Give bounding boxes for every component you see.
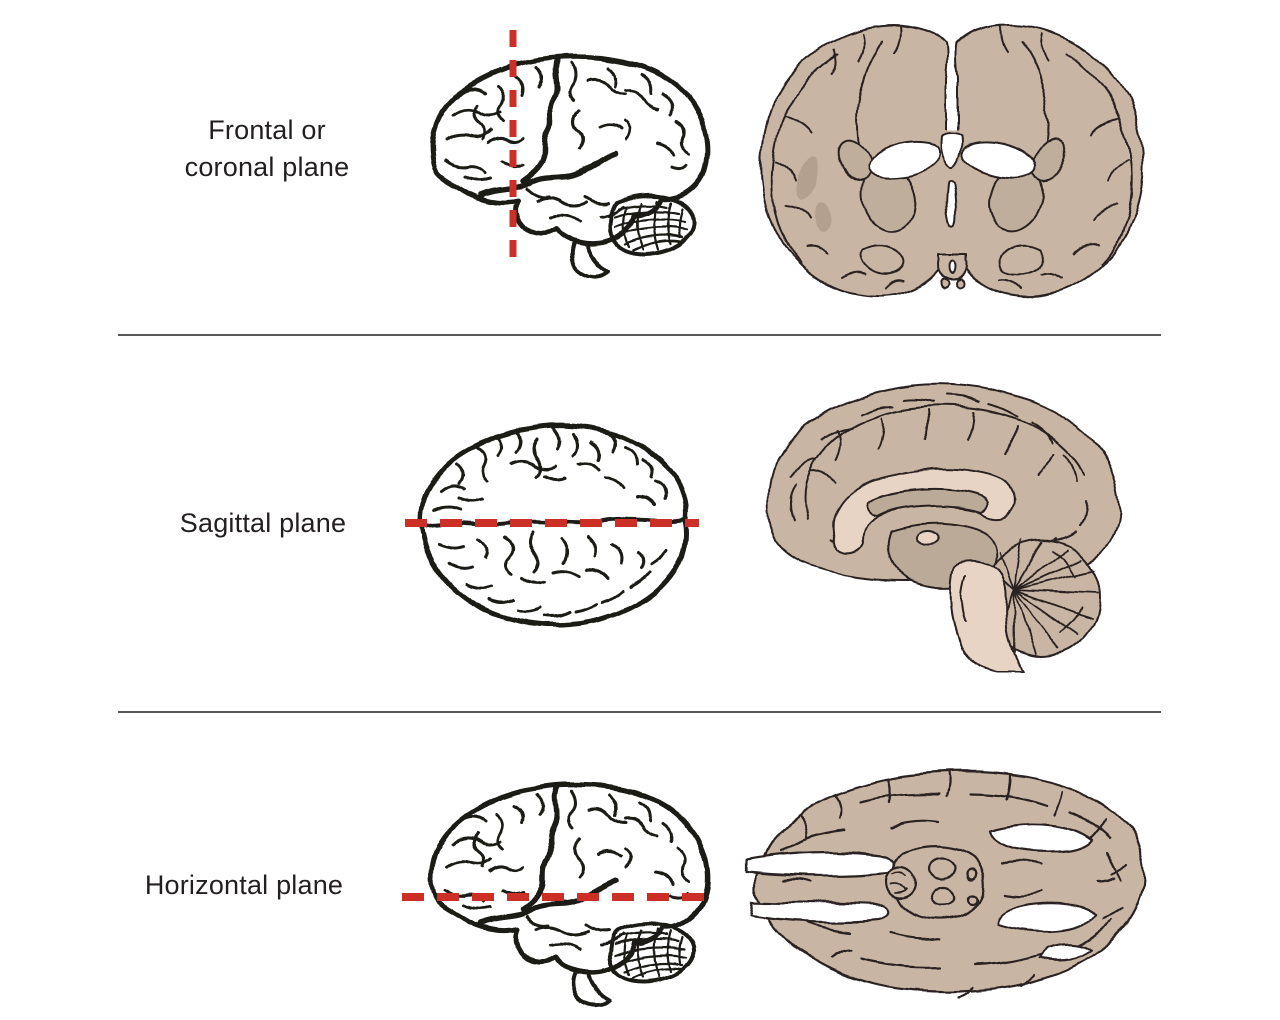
label-horizontal: Horizontal plane <box>94 867 394 904</box>
brain-lateral-art <box>432 57 708 277</box>
label-sagittal: Sagittal plane <box>113 505 413 542</box>
label-line: Frontal or <box>208 115 326 145</box>
cerebellum <box>983 539 1101 657</box>
label-line: coronal plane <box>184 152 350 182</box>
label-line: Sagittal plane <box>179 508 347 538</box>
row-divider <box>118 334 1161 336</box>
coronal-section-art <box>760 24 1144 298</box>
midbrain-structures <box>883 845 986 921</box>
coronal-cross-section <box>760 24 1144 298</box>
horizontal-cross-section <box>744 770 1146 1000</box>
horizontal-section-art <box>744 770 1146 1000</box>
sagittal-section-art <box>767 383 1121 673</box>
brain-lateral-view-horizontal-cut <box>402 775 713 1020</box>
brain-lateral-view-coronal-cut <box>415 30 715 286</box>
row-divider <box>118 711 1161 713</box>
sagittal-cross-section <box>767 383 1121 673</box>
label-line: Horizontal plane <box>144 870 344 900</box>
label-frontal-coronal: Frontal or coronal plane <box>117 112 417 186</box>
brain-top-view-sagittal-cut <box>405 423 699 629</box>
